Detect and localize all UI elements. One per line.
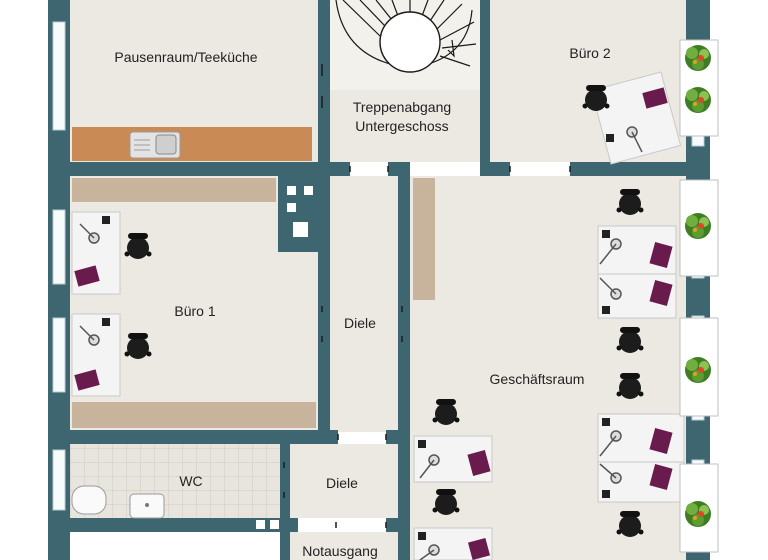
label-geschaeftsraum: Geschäftsraum bbox=[490, 371, 585, 387]
toilet-icon bbox=[71, 485, 107, 515]
monitor-icon bbox=[626, 126, 643, 153]
accent-item bbox=[642, 87, 668, 109]
room-diele-lower bbox=[290, 444, 398, 518]
label-pausenraum: Pausenraum/Teeküche bbox=[114, 49, 257, 65]
wall-shafts bbox=[256, 186, 313, 529]
chair-icon bbox=[582, 85, 610, 111]
accent-item bbox=[649, 242, 673, 490]
label-diele-lower: Diele bbox=[326, 475, 358, 491]
plant-icon bbox=[679, 39, 719, 553]
sink-icon bbox=[129, 131, 181, 159]
shelf-buero1-bottom bbox=[72, 402, 316, 428]
phone-icon bbox=[602, 230, 610, 498]
monitor-icon bbox=[419, 454, 440, 560]
label-wc: WC bbox=[179, 473, 202, 489]
phone-icon bbox=[102, 216, 110, 326]
door-icon bbox=[283, 64, 571, 528]
room-notausgang bbox=[290, 532, 398, 560]
sink-icon bbox=[129, 493, 165, 519]
room-diele-upper bbox=[330, 176, 398, 432]
label-buero2: Büro 2 bbox=[569, 45, 610, 61]
label-treppe-line1: Treppenabgang bbox=[353, 99, 451, 115]
label-notausgang: Notausgang bbox=[302, 543, 378, 559]
label-treppe-line2: Untergeschoss bbox=[355, 118, 448, 134]
accent-item bbox=[467, 450, 491, 560]
inner-walls bbox=[48, 0, 710, 560]
phone-icon bbox=[606, 134, 614, 142]
label-diele-upper: Diele bbox=[344, 315, 376, 331]
kitchen-counter bbox=[72, 127, 312, 161]
shelf-buero1-top bbox=[72, 178, 276, 202]
shelf-geschaeftsraum bbox=[413, 178, 435, 300]
accent-item bbox=[74, 265, 100, 391]
monitor-icon bbox=[79, 223, 100, 346]
phone-icon bbox=[418, 440, 426, 540]
label-buero1: Büro 1 bbox=[174, 303, 215, 319]
staircase-icon bbox=[330, 0, 480, 90]
monitor-icon bbox=[599, 238, 622, 484]
